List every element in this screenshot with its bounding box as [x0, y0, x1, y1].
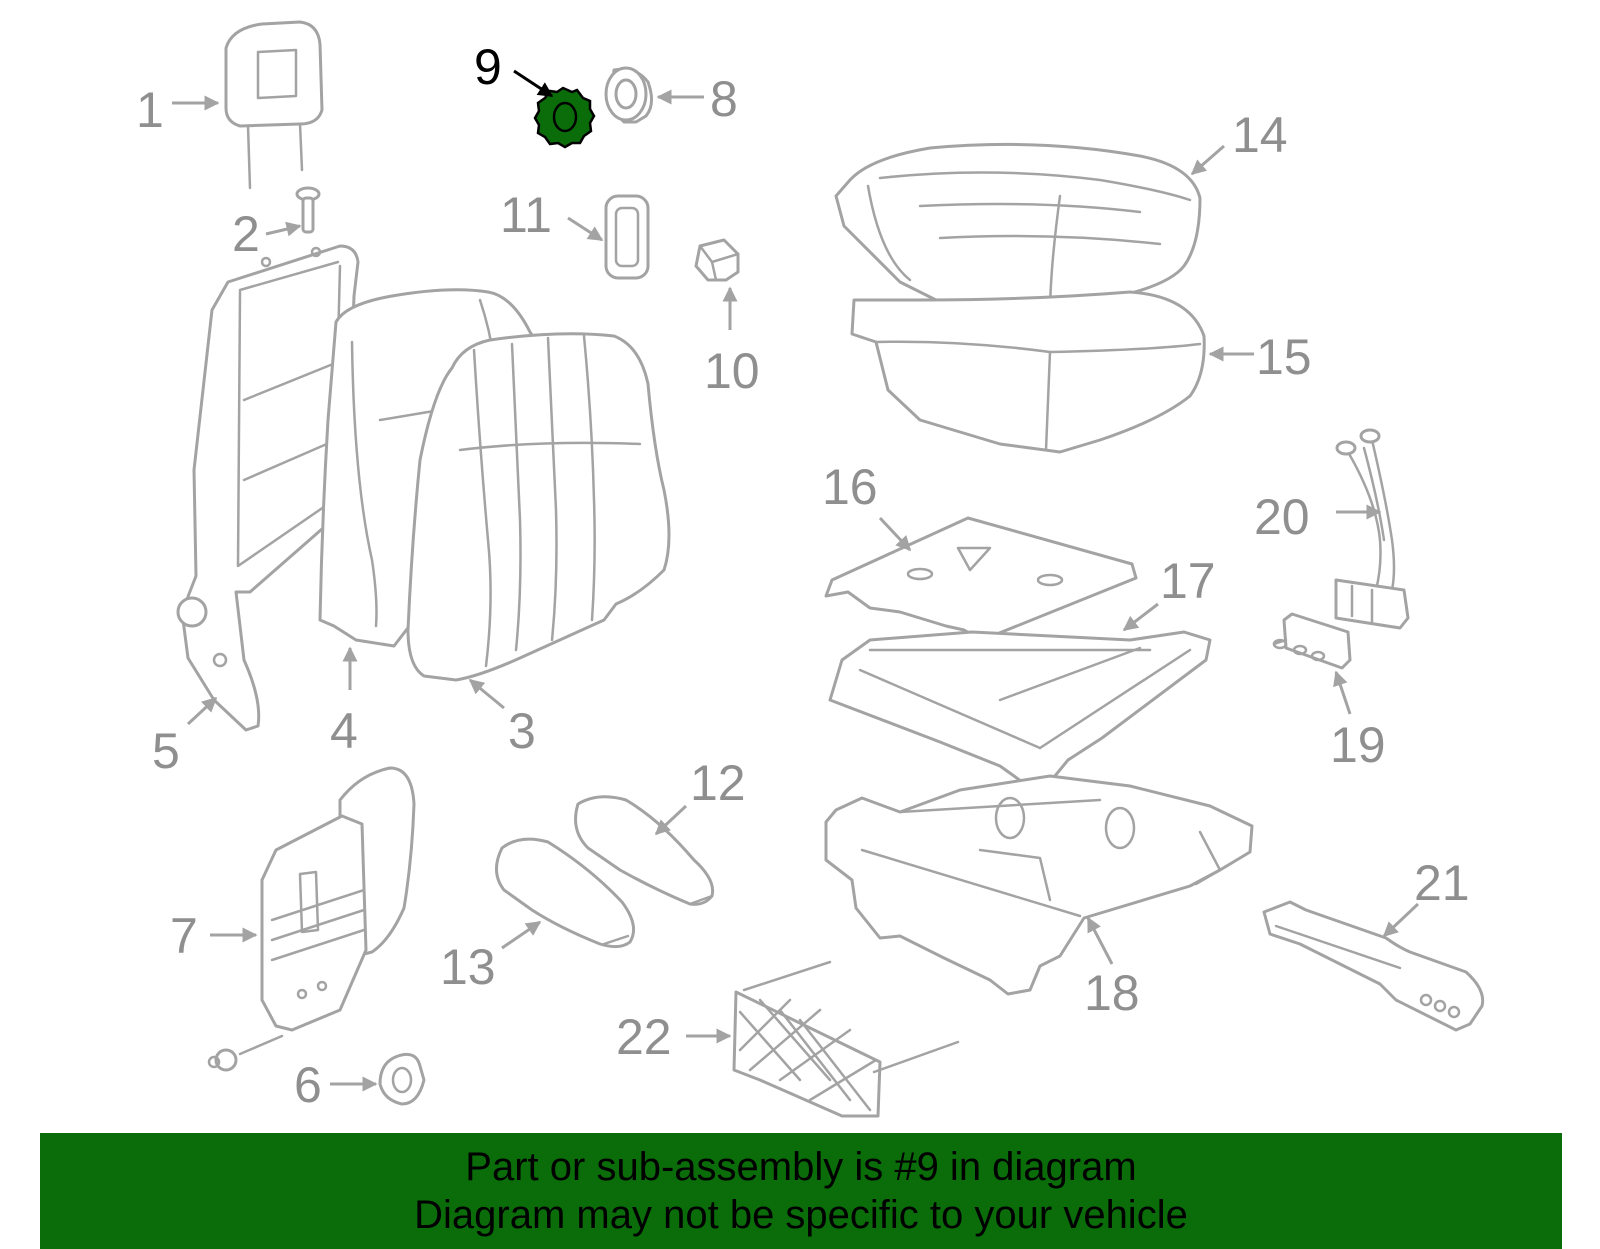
callout-17: 17 [1160, 553, 1216, 609]
callout-18: 18 [1084, 965, 1140, 1021]
callout-20: 20 [1254, 489, 1310, 545]
callout-22: 22 [616, 1009, 672, 1065]
part-8-bushing[interactable] [604, 66, 653, 124]
callout-19: 19 [1330, 717, 1386, 773]
banner-line-2: Diagram may not be specific to your vehi… [414, 1193, 1188, 1237]
callout-11: 11 [500, 187, 552, 243]
part-21-side-shield[interactable] [1262, 900, 1485, 1032]
leader-lines [172, 69, 1420, 1092]
callout-2: 2 [232, 206, 260, 262]
part-20-wire-harness[interactable] [1334, 428, 1410, 630]
callout-9: 9 [474, 39, 502, 95]
part-5-seatback-frame[interactable] [176, 244, 360, 732]
callout-12: 12 [690, 755, 746, 811]
part-12-armrest-upper[interactable] [574, 795, 715, 906]
part-13-armrest-lower[interactable] [495, 837, 636, 949]
part-11-escutcheon[interactable] [604, 194, 650, 280]
part-6-knob[interactable] [378, 1052, 426, 1106]
banner-line-1: Part or sub-assembly is #9 in diagram [465, 1145, 1137, 1189]
part-17-seat-frame[interactable] [828, 630, 1212, 788]
part-2-headrest-guide[interactable] [295, 186, 321, 234]
callout-1: 1 [136, 82, 164, 138]
callout-8: 8 [710, 71, 738, 127]
part-3-seatback-cover[interactable] [406, 332, 671, 682]
callout-21: 21 [1414, 855, 1470, 911]
part-16-seat-pan[interactable] [824, 516, 1138, 642]
part-10-small-knob[interactable] [694, 238, 740, 282]
callout-10: 10 [704, 343, 760, 399]
callout-3: 3 [508, 703, 536, 759]
callout-16: 16 [822, 459, 878, 515]
callout-6: 6 [294, 1057, 322, 1113]
callout-13: 13 [440, 939, 496, 995]
callout-4: 4 [330, 703, 358, 759]
part-19-switch[interactable] [1272, 612, 1352, 670]
callout-15: 15 [1256, 329, 1312, 385]
part-9-knob[interactable] [533, 86, 596, 149]
callout-5: 5 [152, 723, 180, 779]
part-18-seat-adjuster[interactable] [824, 774, 1254, 996]
part-15-cushion-pad[interactable] [850, 290, 1206, 454]
info-banner: Part or sub-assembly is #9 in diagram Di… [40, 1133, 1562, 1249]
callout-7: 7 [170, 908, 198, 964]
part-22-lumbar-support[interactable] [732, 960, 960, 1118]
part-1-headrest[interactable] [224, 20, 324, 190]
callout-14: 14 [1232, 107, 1288, 163]
part-7-side-panel[interactable] [207, 766, 416, 1072]
